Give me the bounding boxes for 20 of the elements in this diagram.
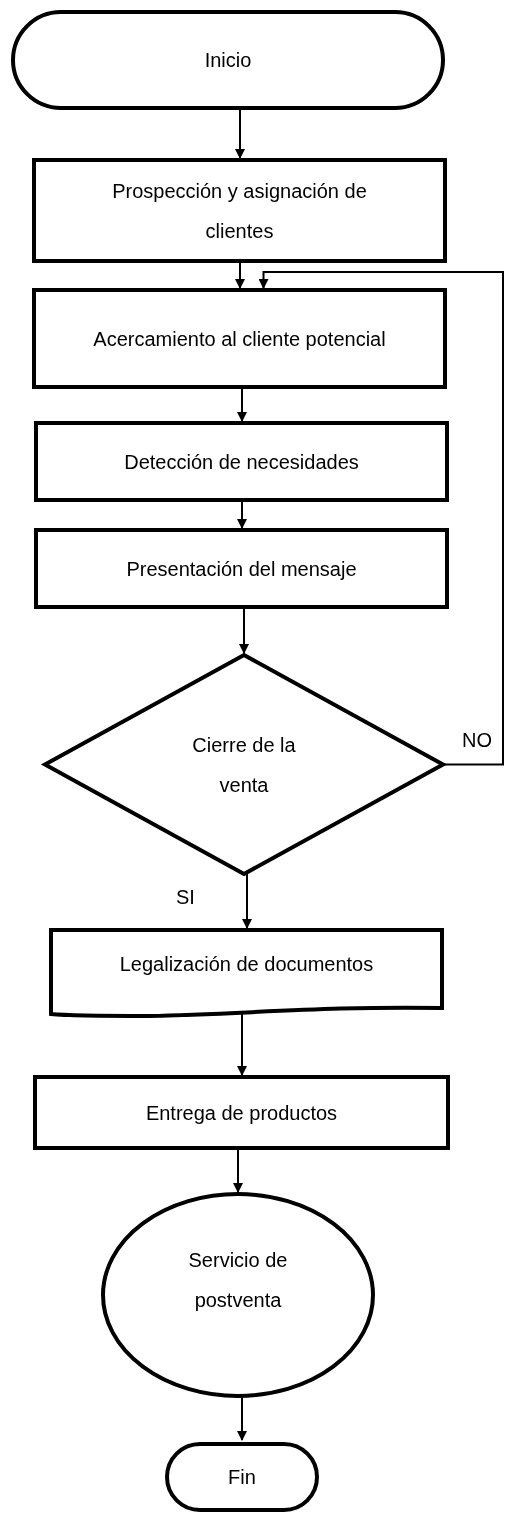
node-label: Fin xyxy=(227,1465,257,1490)
process-box xyxy=(35,1077,448,1148)
arrow xyxy=(235,109,245,159)
node-label: Prospección y asignación de clientes xyxy=(111,178,368,244)
node-label: Inicio xyxy=(203,48,253,73)
node-label: Servicio de postventa xyxy=(187,1248,289,1313)
arrow xyxy=(237,1013,247,1076)
node-label: Legalización de documentos xyxy=(118,952,375,977)
process-box xyxy=(36,423,447,500)
process-box xyxy=(36,530,447,607)
node-label: Detección de necesidades xyxy=(123,449,360,475)
node-label: Entrega de productos xyxy=(144,1100,339,1126)
process-box xyxy=(34,290,445,387)
process-ellipse xyxy=(103,1194,373,1396)
process-box xyxy=(34,160,445,261)
arrow xyxy=(242,873,252,929)
arrow xyxy=(258,271,504,766)
node-label: Presentación del mensaje xyxy=(125,556,358,582)
node-label: Acercamiento al cliente potencial xyxy=(92,326,387,352)
arrow xyxy=(237,1395,247,1441)
